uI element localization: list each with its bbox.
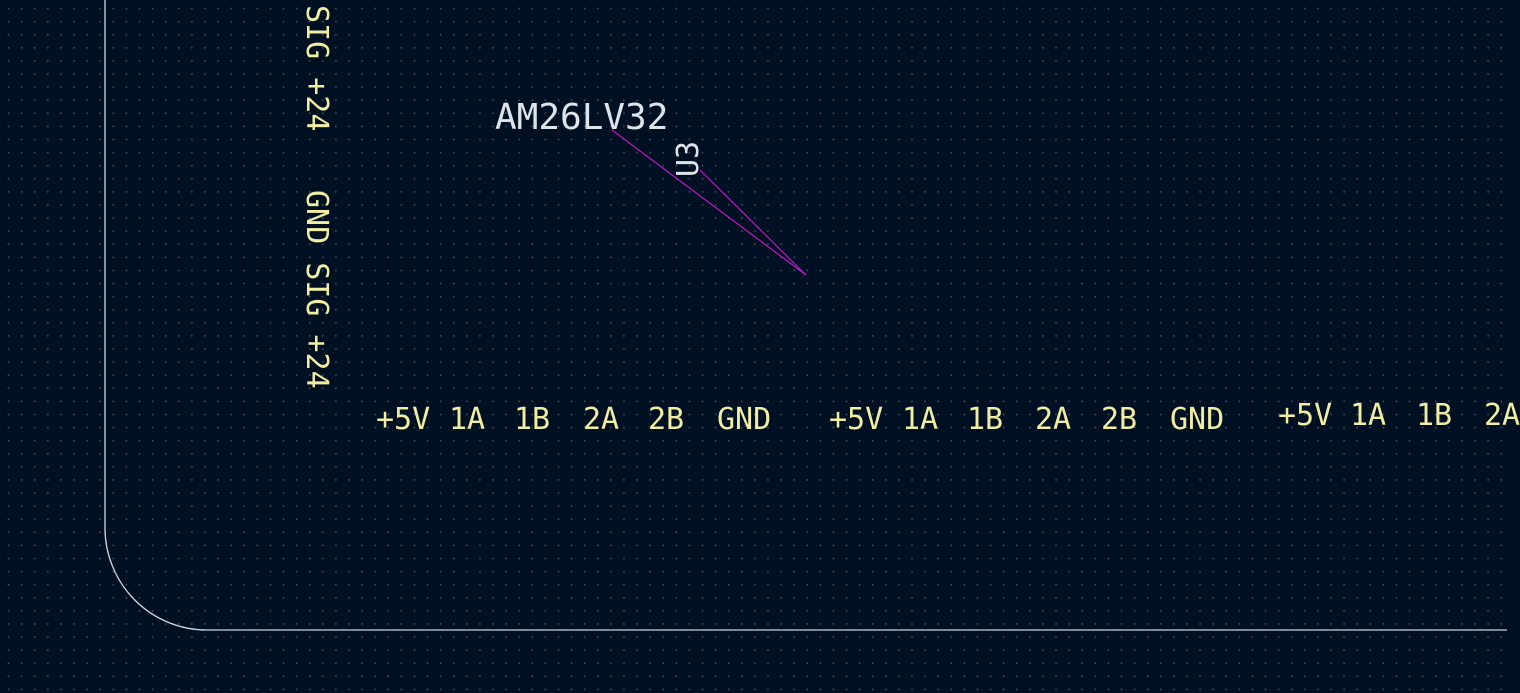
- pin-label-2b[interactable]: 2B: [1101, 402, 1138, 437]
- footprint-value-text[interactable]: AM26LV32: [495, 97, 669, 138]
- pin-label-5v[interactable]: +5V: [376, 402, 431, 437]
- pin-label-2b[interactable]: 2B: [648, 402, 685, 437]
- ratsnest-line: [699, 169, 807, 276]
- pin-label-1b[interactable]: 1B: [514, 402, 551, 437]
- pin-label-1a[interactable]: 1A: [449, 402, 486, 437]
- pin-label-gnd[interactable]: GND: [717, 402, 772, 437]
- pin-label-2a[interactable]: 2A: [1035, 402, 1072, 437]
- pin-label-1b[interactable]: 1B: [1416, 398, 1453, 433]
- connector-upper-pin-labels[interactable]: SIG +24: [299, 5, 334, 132]
- pin-label-2a[interactable]: 2A: [1484, 398, 1520, 433]
- pin-label-5v[interactable]: +5V: [1278, 398, 1333, 433]
- pin-label-1a[interactable]: 1A: [1350, 398, 1387, 433]
- connector-lower-pin-labels[interactable]: GND SIG +24: [299, 190, 334, 389]
- ratsnest-line: [611, 129, 807, 276]
- pin-label-5v[interactable]: +5V: [829, 402, 884, 437]
- pin-label-1b[interactable]: 1B: [967, 402, 1004, 437]
- pin-label-1a[interactable]: 1A: [902, 402, 939, 437]
- pin-label-gnd[interactable]: GND: [1170, 402, 1225, 437]
- pin-label-2a[interactable]: 2A: [583, 402, 620, 437]
- board-edge-outline[interactable]: [104, 0, 1507, 631]
- footprint-reference-text[interactable]: U3: [671, 140, 706, 177]
